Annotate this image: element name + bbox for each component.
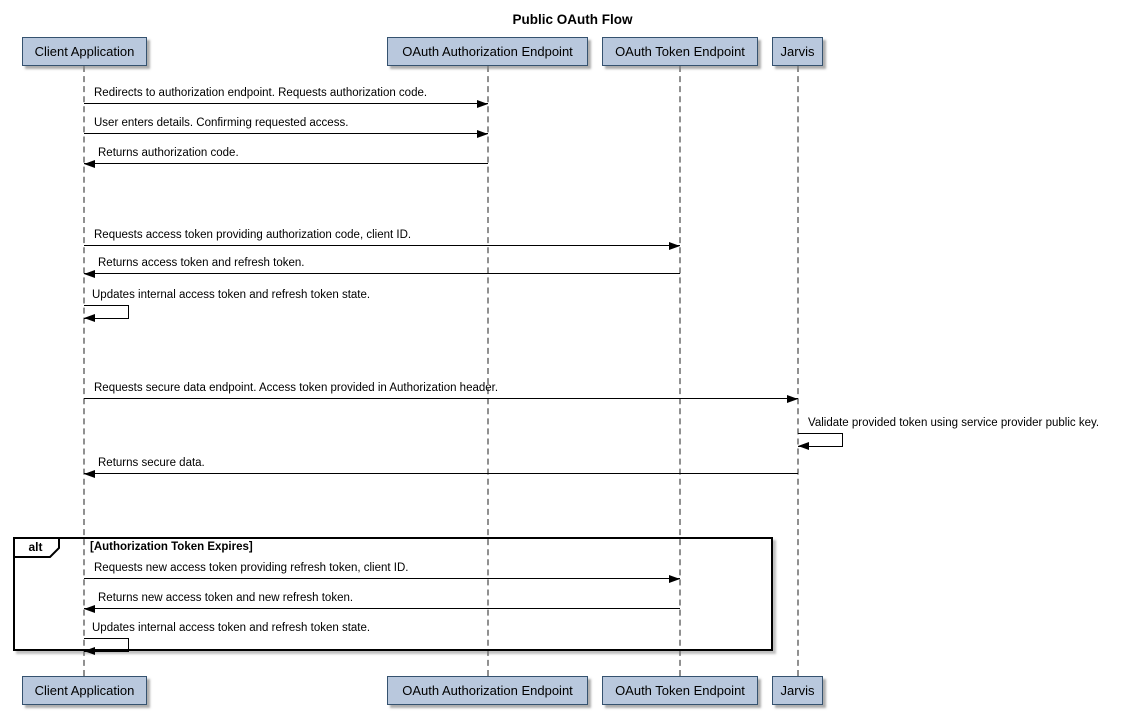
lifeline-client-application	[83, 66, 85, 676]
arrowhead-left	[798, 442, 809, 450]
arrowhead-left	[84, 270, 95, 278]
message-8-self: Validate provided token using service pr…	[798, 416, 1143, 450]
message-line	[84, 575, 680, 583]
alt-operator-pentagon	[13, 537, 60, 558]
arrowhead-left	[84, 160, 95, 168]
message-6-self: Updates internal access token and refres…	[84, 288, 484, 322]
alt-operator-label: alt	[28, 540, 43, 554]
message-label: Updates internal access token and refres…	[92, 289, 371, 301]
self-message-loop	[84, 638, 129, 655]
lifeline-oauth-token-endpoint	[679, 66, 681, 676]
arrowhead-right	[669, 242, 680, 250]
self-message-loop	[84, 305, 129, 322]
message-5: Returns access token and refresh token.	[84, 256, 680, 278]
message-line	[84, 242, 680, 250]
arrowhead-left	[84, 314, 95, 322]
message-line	[84, 100, 488, 108]
arrowhead-left	[84, 647, 95, 655]
message-line	[84, 395, 798, 403]
participant-oauth-authorization-endpoint-bottom: OAuth Authorization Endpoint	[387, 676, 588, 705]
message-line	[84, 270, 680, 278]
participant-jarvis-top: Jarvis	[772, 37, 823, 66]
message-2: User enters details. Confirming requeste…	[84, 116, 488, 138]
participant-oauth-token-endpoint-bottom: OAuth Token Endpoint	[602, 676, 758, 705]
message-10: Requests new access token providing refr…	[84, 561, 680, 583]
alt-fragment-frame: alt [Authorization Token Expires]	[13, 537, 773, 651]
message-4: Requests access token providing authoriz…	[84, 228, 680, 250]
arrowhead-right	[477, 130, 488, 138]
message-label: Returns secure data.	[98, 457, 205, 469]
participant-oauth-token-endpoint-top: OAuth Token Endpoint	[602, 37, 758, 66]
message-7: Requests secure data endpoint. Access to…	[84, 381, 798, 403]
message-label: Updates internal access token and refres…	[92, 622, 371, 634]
message-label: Requests secure data endpoint. Access to…	[94, 382, 499, 394]
message-label: Requests access token providing authoriz…	[94, 229, 412, 241]
message-label: Redirects to authorization endpoint. Req…	[94, 87, 428, 99]
message-line	[84, 605, 680, 613]
participant-client-application-bottom: Client Application	[22, 676, 147, 705]
message-11: Returns new access token and new refresh…	[84, 591, 680, 613]
participant-jarvis-bottom: Jarvis	[772, 676, 823, 705]
message-label: Requests new access token providing refr…	[94, 562, 409, 574]
message-line	[84, 470, 798, 478]
message-9: Returns secure data.	[84, 456, 798, 478]
arrowhead-right	[669, 575, 680, 583]
arrowhead-left	[84, 470, 95, 478]
message-1: Redirects to authorization endpoint. Req…	[84, 86, 488, 108]
message-label: Returns authorization code.	[98, 147, 239, 159]
message-line	[84, 130, 488, 138]
participant-oauth-authorization-endpoint-top: OAuth Authorization Endpoint	[387, 37, 588, 66]
message-line	[84, 160, 488, 168]
lifeline-jarvis	[797, 66, 799, 676]
message-label: Returns new access token and new refresh…	[98, 592, 354, 604]
lifeline-oauth-authorization-endpoint	[487, 66, 489, 676]
message-3: Returns authorization code.	[84, 146, 488, 168]
self-message-loop	[798, 433, 843, 450]
message-label: Returns access token and refresh token.	[98, 257, 305, 269]
message-label: Validate provided token using service pr…	[808, 417, 1100, 429]
arrowhead-right	[477, 100, 488, 108]
arrowhead-left	[84, 605, 95, 613]
participant-client-application-top: Client Application	[22, 37, 147, 66]
alt-guard-label: [Authorization Token Expires]	[90, 541, 253, 553]
message-label: User enters details. Confirming requeste…	[94, 117, 349, 129]
diagram-title: Public OAuth Flow	[512, 12, 633, 27]
arrowhead-right	[787, 395, 798, 403]
message-12-self: Updates internal access token and refres…	[84, 621, 484, 655]
